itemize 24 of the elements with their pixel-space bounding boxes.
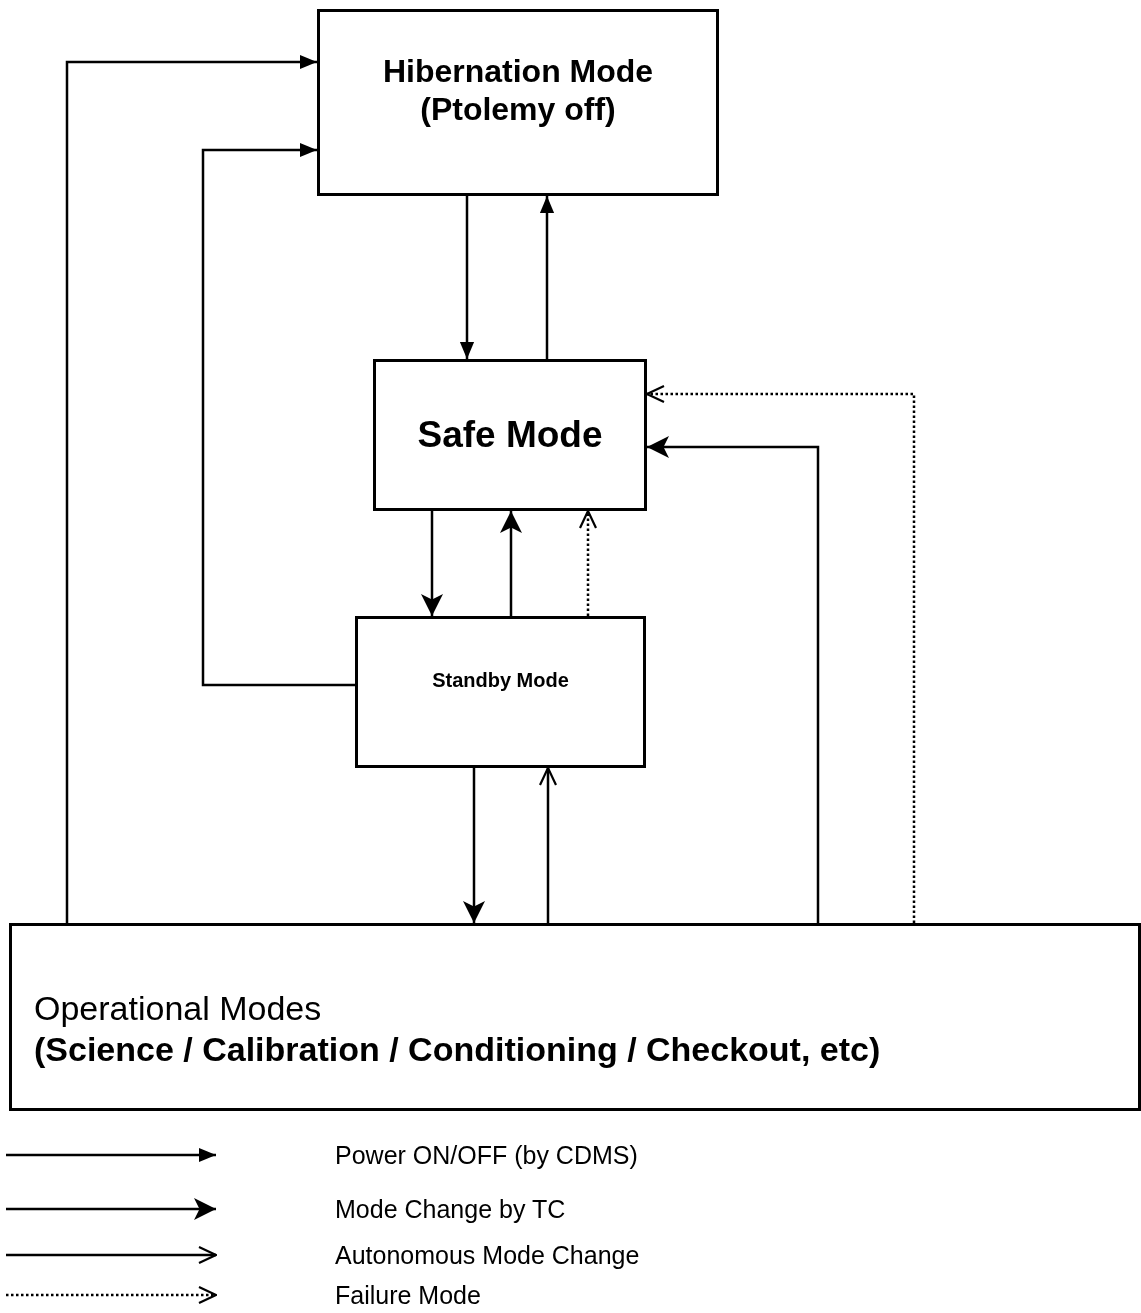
arrow (65, 54, 317, 923)
mode-label: (Science / Calibration / Conditioning / Checkout, etc) (34, 1029, 881, 1070)
legend-label: Autonomous Mode Change (335, 1240, 640, 1270)
mode-label: Standby Mode (432, 668, 569, 692)
legend-label: Power ON/OFF (by CDMS) (335, 1140, 638, 1170)
mode-box (317, 9, 719, 196)
arrow (539, 196, 555, 359)
arrow (463, 768, 485, 923)
arrow (647, 436, 820, 923)
mode-label: Hibernation Mode (Ptolemy off) (381, 51, 655, 129)
arrow (421, 511, 443, 616)
legend-label: Failure Mode (335, 1280, 481, 1310)
arrow (578, 509, 598, 616)
legend-label: Mode Change by TC (335, 1194, 566, 1224)
arrow (500, 511, 522, 616)
arrow (645, 384, 916, 923)
mode-box (355, 616, 646, 768)
mode-box (373, 359, 647, 511)
mode-box (9, 923, 1141, 1111)
arrow (538, 766, 558, 923)
mode-label: Operational Modes (34, 988, 322, 1029)
arrow (459, 196, 475, 359)
mode-label: Safe Mode (417, 412, 603, 457)
arrow (201, 142, 355, 687)
